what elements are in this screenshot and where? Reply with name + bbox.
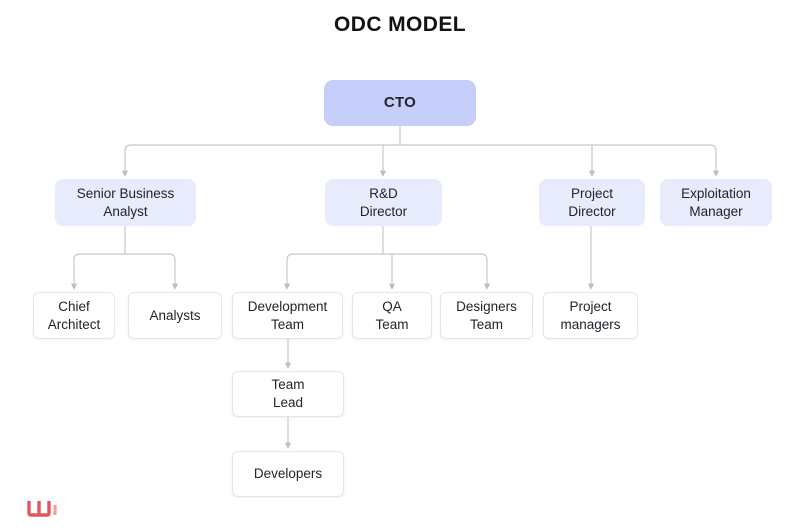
node-label-line: QA xyxy=(382,298,402,314)
node-analysts: Analysts xyxy=(128,292,222,339)
node-project-managers: Project managers xyxy=(543,292,638,339)
node-label-line: managers xyxy=(560,316,621,332)
node-label-line: Exploitation xyxy=(681,185,751,201)
node-label-line: Manager xyxy=(689,203,743,219)
node-label-line: Chief xyxy=(58,298,90,314)
node-label-line: Designers xyxy=(456,298,517,314)
node-label: Analysts xyxy=(149,307,201,323)
node-label: CTO xyxy=(383,94,417,112)
node-label-line: Development xyxy=(247,298,328,314)
node-label-line: Lead xyxy=(272,395,304,410)
node-cto: CTO xyxy=(324,80,476,126)
node-rd-director: R&D Director xyxy=(325,179,442,226)
node-label-line: Team xyxy=(271,377,305,393)
node-label-line: Architect xyxy=(47,316,101,332)
node-label-line: Project xyxy=(570,185,614,201)
node-qa-team: QA Team xyxy=(352,292,432,339)
node-label-line: Team xyxy=(270,316,304,332)
node-project-director: Project Director xyxy=(539,179,645,226)
node-label-line: Project xyxy=(569,298,612,314)
node-team-lead: Team Lead xyxy=(232,371,344,417)
node-development-team: Development Team xyxy=(232,292,343,339)
watermark-logo xyxy=(27,501,57,517)
node-label-line: Director xyxy=(359,203,408,219)
node-label-line: Analyst xyxy=(103,203,148,219)
node-label-line: R&D xyxy=(369,185,398,201)
node-chief-architect: Chief Architect xyxy=(33,292,115,339)
node-exploitation-manager: Exploitation Manager xyxy=(660,179,772,226)
node-label: Developers xyxy=(253,466,323,482)
node-label-line: Team xyxy=(469,316,503,332)
node-label-line: Director xyxy=(568,203,616,219)
diagram-title: ODC MODEL xyxy=(334,13,466,36)
node-label-line: Team xyxy=(375,316,409,332)
node-developers: Developers xyxy=(232,451,344,497)
node-label-line: Senior Business xyxy=(76,185,175,201)
node-senior-business-analyst: Senior Business Analyst xyxy=(55,179,196,226)
node-designers-team: Designers Team xyxy=(440,292,533,339)
